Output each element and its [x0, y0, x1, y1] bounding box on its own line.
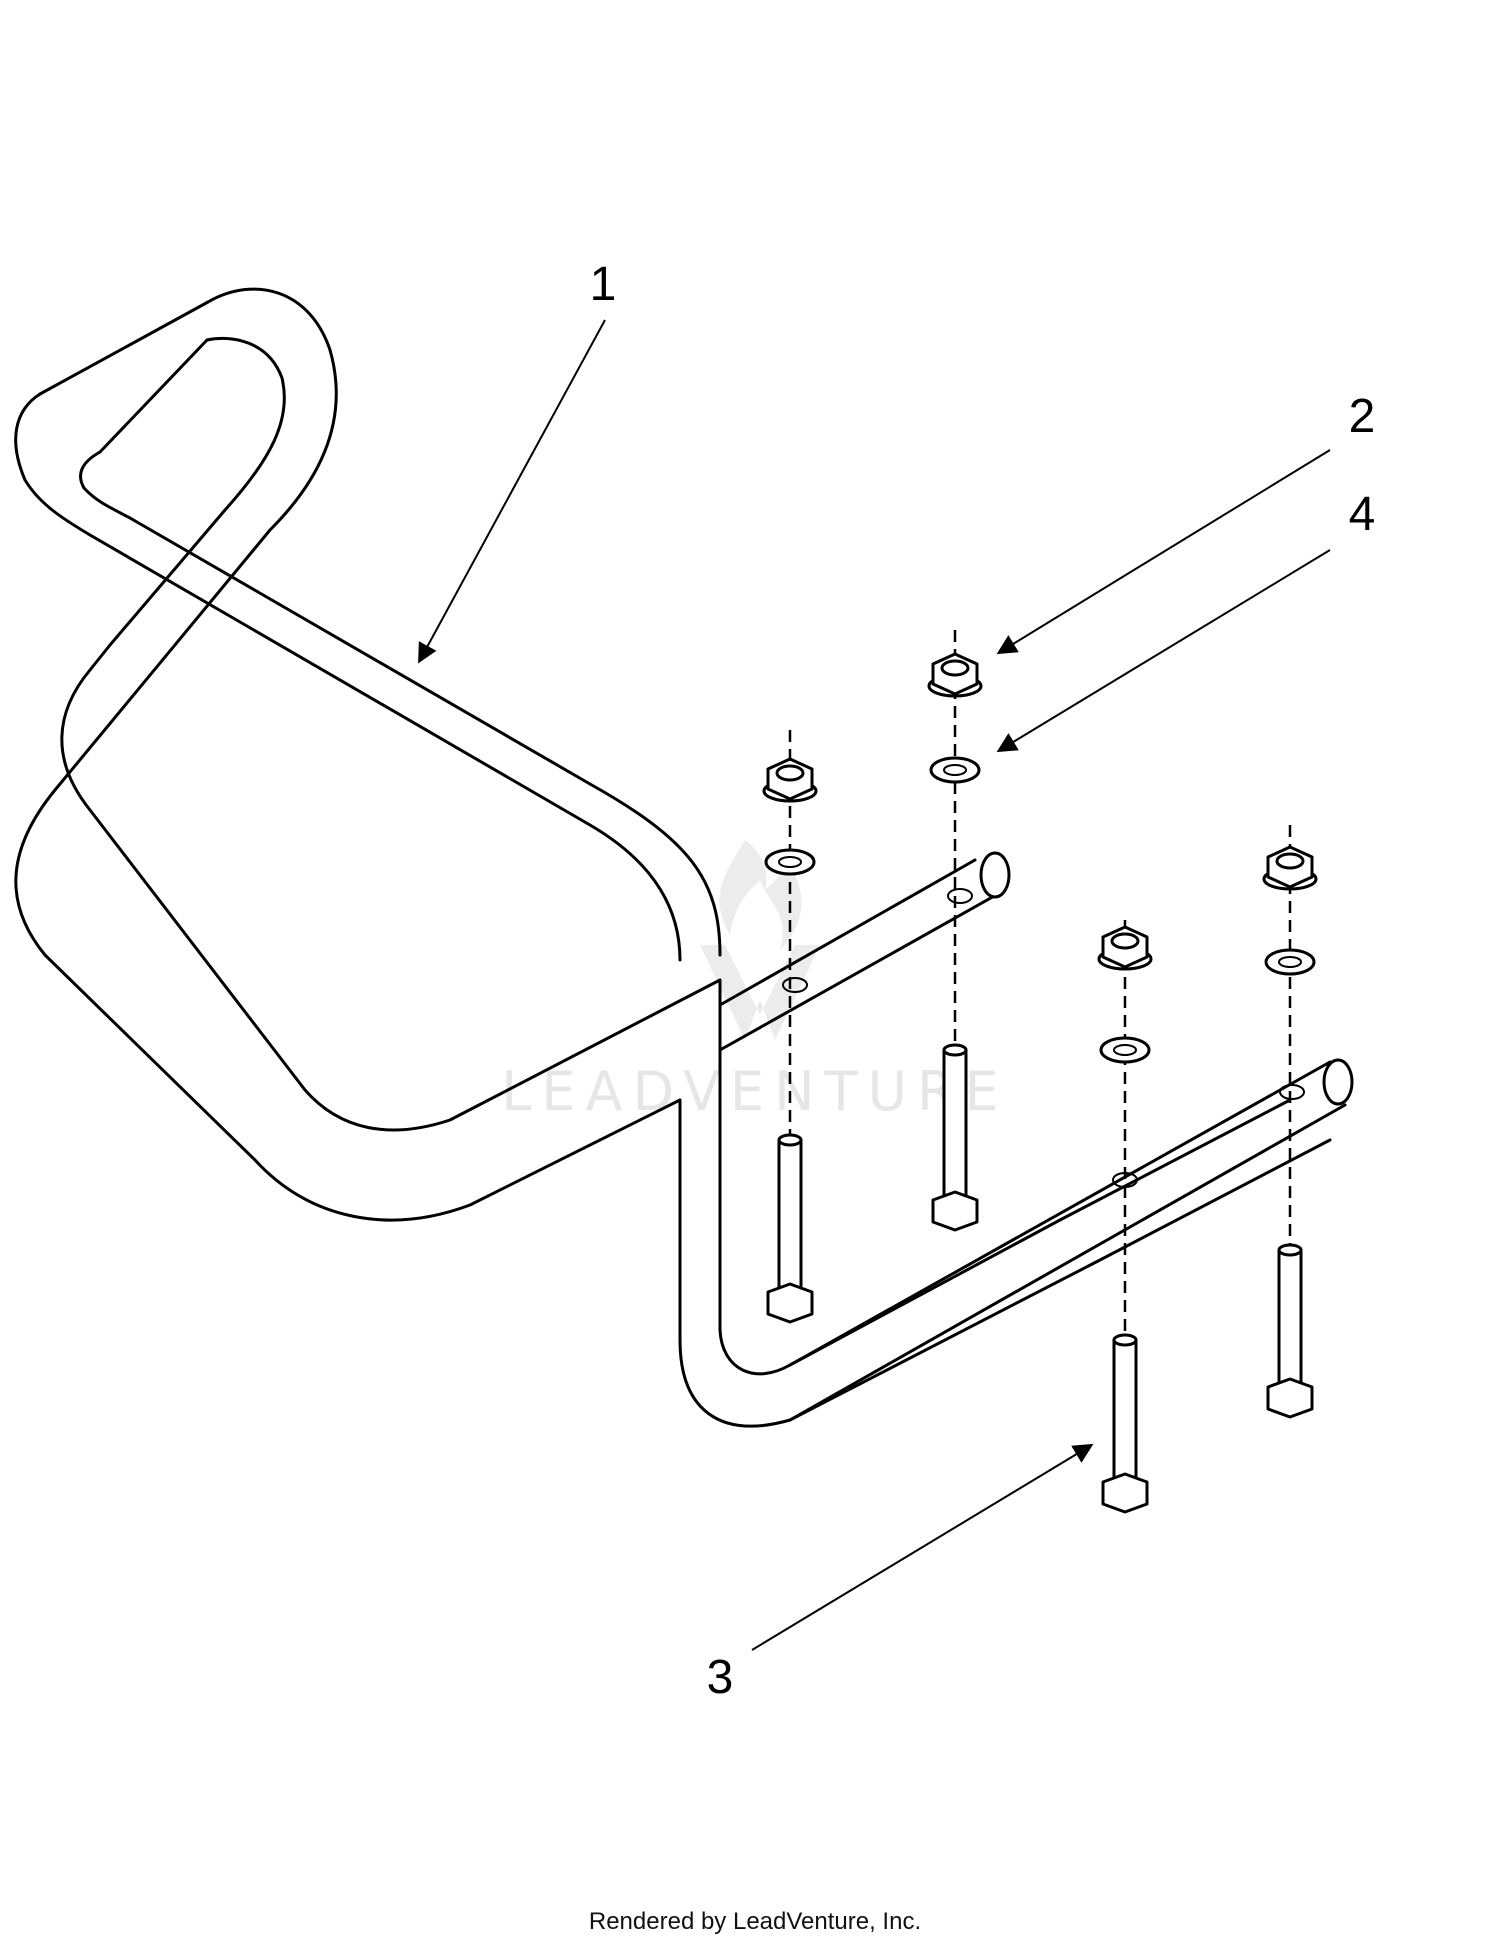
leader-3 — [751, 1443, 1094, 1651]
leader-2 — [996, 449, 1331, 655]
leader-4 — [996, 549, 1331, 753]
callout-4: 4 — [1349, 488, 1376, 541]
handle-bar-part — [14, 287, 1354, 1428]
callout-1: 1 — [590, 258, 617, 311]
assembly-lines — [788, 630, 1292, 1340]
callout-leaders — [418, 319, 1331, 1651]
footer-credit: Rendered by LeadVenture, Inc. — [589, 1908, 921, 1935]
leader-1 — [418, 319, 606, 664]
watermark-text: LEADVENTURE — [501, 1060, 1008, 1123]
callout-2: 2 — [1349, 390, 1376, 443]
bolt-part — [766, 1043, 1314, 1514]
flange-nut-part — [762, 652, 1318, 971]
callout-3: 3 — [707, 1651, 734, 1704]
washer-part — [764, 756, 1316, 1064]
